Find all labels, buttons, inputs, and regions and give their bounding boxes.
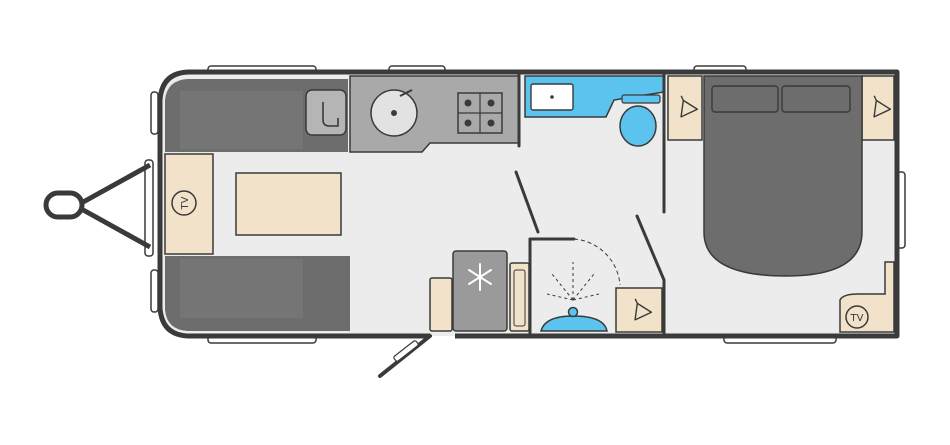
dining-table (235, 172, 342, 236)
sink-drain (391, 110, 397, 116)
wardrobes (615, 75, 895, 333)
window-front-middle (144, 159, 154, 257)
shower-door-arc (573, 238, 621, 286)
corner-cabinet (305, 89, 347, 136)
window-front-bottom (150, 269, 159, 313)
side-cabinet-left (429, 277, 453, 332)
sink-tap (399, 89, 413, 97)
washroom-door-right (635, 214, 666, 282)
wardrobe-washroom (615, 287, 663, 333)
a-frame-hitch (43, 162, 152, 250)
wardrobe-left (667, 75, 703, 141)
tv-label-bedroom: TV (850, 313, 864, 324)
window-front-top (150, 91, 159, 135)
toilet-cistern (621, 94, 661, 104)
entry-door[interactable] (378, 334, 432, 378)
pillow-icon (711, 85, 779, 113)
tv-label-front: TV (180, 196, 191, 210)
washroom-door-left (514, 170, 540, 234)
toilet-icon (619, 105, 657, 147)
hitch-coupling (43, 190, 85, 220)
hob-icon (457, 92, 503, 134)
bedroom: TV (703, 75, 895, 333)
basin-tap (550, 95, 554, 99)
fridge-area (429, 250, 530, 332)
shower-icon (546, 262, 600, 301)
tv-icon (171, 190, 197, 216)
snowflake-icon (468, 263, 492, 291)
pillow-icon-2 (781, 85, 851, 113)
shower-head (567, 306, 579, 318)
lounge-seat-top-inner (180, 91, 303, 149)
tap-icon (322, 102, 339, 127)
internal-walls (514, 70, 666, 338)
bed-icon (703, 75, 863, 277)
outer-wall (157, 69, 900, 339)
door-window (393, 340, 419, 362)
shower (540, 238, 621, 332)
lounge-seat-bottom-inner (180, 259, 303, 318)
front-lounge: TV (164, 79, 350, 331)
bedside-corner-unit (839, 261, 895, 333)
tv-icon-bedroom (845, 305, 869, 329)
hanger-icon (634, 95, 892, 321)
side-cabinet-right (509, 262, 530, 332)
front-chest-unit (164, 153, 214, 255)
kitchen (305, 75, 520, 153)
